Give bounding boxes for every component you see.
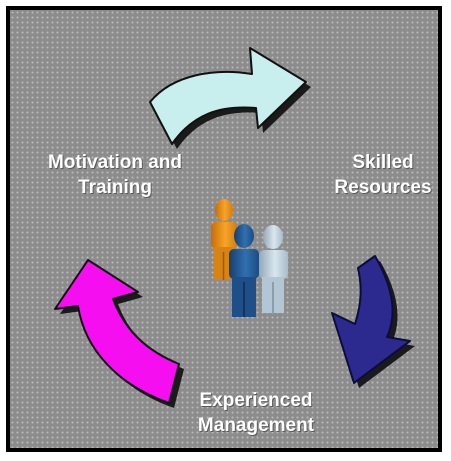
label-motivation-and-training: Motivation and Training xyxy=(47,152,183,198)
curved-arrow-right-icon xyxy=(149,47,311,149)
label-experienced-management: Experienced Management xyxy=(197,390,315,436)
curved-arrow-down-icon xyxy=(331,255,415,388)
curved-arrow-up-icon xyxy=(54,259,184,408)
cycle-diagram xyxy=(54,47,415,408)
person-blue-icon xyxy=(229,224,259,317)
diagram-frame: Motivation and Training Skilled Resource… xyxy=(6,6,442,452)
people-group-icon xyxy=(211,199,288,317)
diagram-panel: Motivation and Training Skilled Resource… xyxy=(10,10,438,448)
label-skilled-resources: Skilled Resources xyxy=(334,152,432,198)
person-orange-icon xyxy=(211,199,237,280)
person-light-icon xyxy=(259,225,288,313)
